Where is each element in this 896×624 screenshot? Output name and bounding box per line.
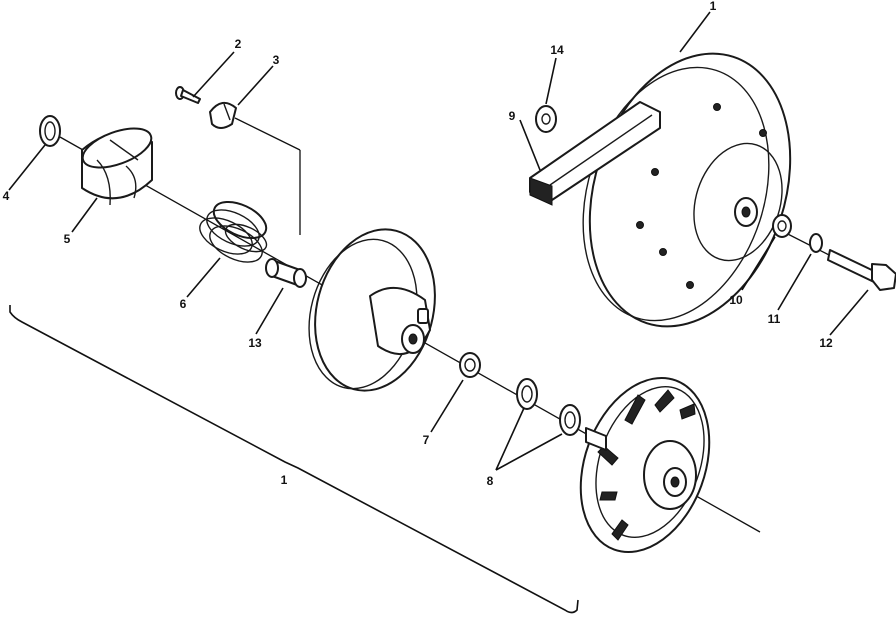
screw-2 xyxy=(175,86,201,104)
callout-6: 6 xyxy=(180,297,187,311)
assembly-bracket-line xyxy=(9,305,579,614)
callout-10: 10 xyxy=(729,293,743,307)
assembled-driven-clutch xyxy=(582,52,792,328)
washer-14 xyxy=(535,105,557,133)
callout-13: 13 xyxy=(248,336,262,350)
washer-10 xyxy=(772,214,792,238)
sheave-shaft xyxy=(585,427,607,451)
clutch-outer-sheave xyxy=(588,52,792,328)
callout-3: 3 xyxy=(273,53,280,67)
callout-9: 9 xyxy=(509,109,516,123)
clutch-bolt-holes xyxy=(636,103,767,289)
helix-cam-5 xyxy=(81,127,153,206)
leader-lines xyxy=(8,11,869,471)
callout-7: 7 xyxy=(423,433,430,447)
callout-1-top: 1 xyxy=(710,0,717,13)
callout-labels: 1 2 3 4 5 6 7 8 9 10 11 12 13 14 1 xyxy=(3,0,833,488)
cam-button-3 xyxy=(209,101,237,129)
shims-8 xyxy=(516,378,581,436)
spacer-7 xyxy=(459,352,481,378)
bushing-13 xyxy=(265,258,307,288)
moveable-sheave xyxy=(308,228,436,392)
clutch-bore-center xyxy=(741,206,751,218)
callout-5: 5 xyxy=(64,232,71,246)
lock-washer-11 xyxy=(809,233,823,253)
spring-6 xyxy=(199,200,268,263)
callout-11: 11 xyxy=(768,312,781,326)
callout-14: 14 xyxy=(550,43,564,57)
callout-1-bracket: 1 xyxy=(281,473,288,487)
drive-belt xyxy=(529,101,661,206)
clutch-hub-ring xyxy=(693,142,783,262)
callout-12: 12 xyxy=(819,336,833,350)
bolt-12 xyxy=(827,249,896,291)
belt-cut-end xyxy=(529,177,553,206)
callout-2: 2 xyxy=(235,37,242,51)
stationary-sheave xyxy=(579,376,711,554)
snap-ring-4 xyxy=(39,115,61,147)
callout-8: 8 xyxy=(487,474,494,488)
sheave-cooling-fins xyxy=(597,389,696,541)
cam-face xyxy=(81,127,153,169)
cam-guide-line xyxy=(234,117,301,151)
callout-4: 4 xyxy=(3,189,10,203)
